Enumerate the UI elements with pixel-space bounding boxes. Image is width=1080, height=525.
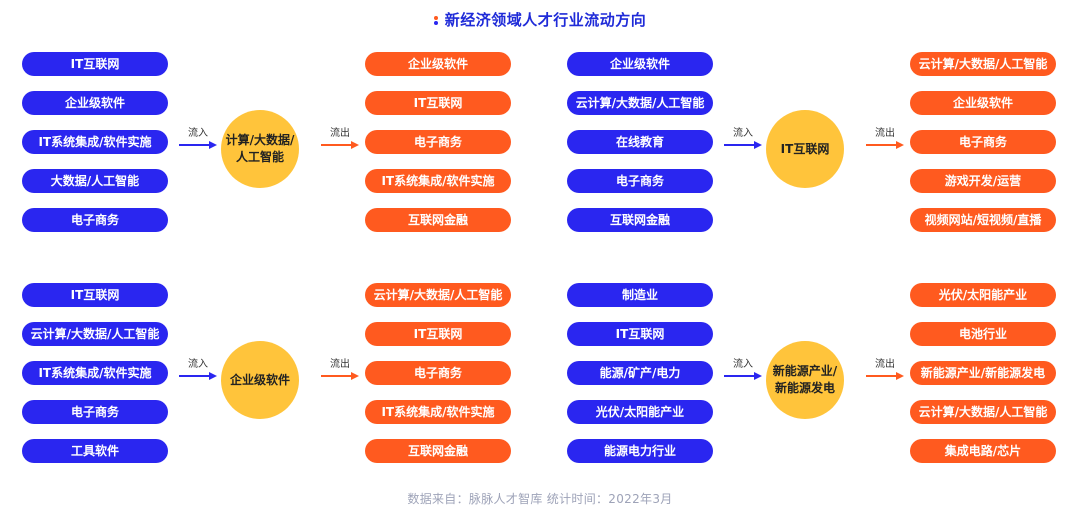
inflow-industry-pill: 电子商务 — [22, 208, 168, 232]
outflow-industry-pill: IT系统集成/软件实施 — [365, 169, 511, 193]
outflow-industry-pill: 游戏开发/运营 — [910, 169, 1056, 193]
arrow-icon — [321, 372, 359, 380]
outflow-industry-pill: 云计算/大数据/人工智能 — [365, 283, 511, 307]
arrow-icon — [179, 372, 217, 380]
outflow-industry-pill: 视频网站/短视频/直播 — [910, 208, 1056, 232]
inflow-arrow-label: 流入 — [188, 128, 208, 139]
arrow-icon — [179, 141, 217, 149]
center-industry-label: 企业级软件 — [229, 372, 290, 387]
inflow-industry-pill: 云计算/大数据/人工智能 — [22, 322, 168, 346]
outflow-arrow: 流出 — [865, 355, 905, 383]
arrow-icon — [321, 141, 359, 149]
inflow-arrow-label: 流入 — [733, 128, 753, 139]
outflow-industry-pill: 企业级软件 — [365, 52, 511, 76]
arrow-icon — [866, 372, 904, 380]
inflow-industry-pill: 大数据/人工智能 — [22, 169, 168, 193]
inflow-arrow: 流入 — [178, 355, 218, 383]
inflow-industry-pill: 光伏/太阳能产业 — [567, 400, 713, 424]
inflow-industry-pill: IT互联网 — [22, 52, 168, 76]
inflow-arrow: 流入 — [723, 124, 763, 152]
source-note: 数据来自：脉脉人才智库 统计时间：2022年3月 — [407, 492, 673, 506]
outflow-industry-pill: 电池行业 — [910, 322, 1056, 346]
center-industry-label: 计算/大数据/人工智能 — [225, 133, 295, 164]
inflow-industry-pill: 能源/矿产/电力 — [567, 361, 713, 385]
outflow-industry-pill: 集成电路/芯片 — [910, 439, 1056, 463]
inflow-industry-pill: 企业级软件 — [567, 52, 713, 76]
outflow-arrow-label: 流出 — [875, 359, 895, 370]
inflow-industry-pill: 互联网金融 — [567, 208, 713, 232]
outflow-industry-pill: IT互联网 — [365, 91, 511, 115]
inflow-arrow: 流入 — [178, 124, 218, 152]
outflow-arrow-label: 流出 — [875, 128, 895, 139]
inflow-industry-pill: IT系统集成/软件实施 — [22, 130, 168, 154]
outflow-industry-pill: 云计算/大数据/人工智能 — [910, 52, 1056, 76]
inflow-industry-pill: 云计算/大数据/人工智能 — [567, 91, 713, 115]
outflow-industry-pill: 云计算/大数据/人工智能 — [910, 400, 1056, 424]
outflow-industry-pill: 企业级软件 — [910, 91, 1056, 115]
center-industry-label: IT互联网 — [780, 141, 830, 156]
arrow-icon — [724, 372, 762, 380]
inflow-arrow-label: 流入 — [733, 359, 753, 370]
outflow-industry-pill: IT互联网 — [365, 322, 511, 346]
outflow-industry-pill: 新能源产业/新能源发电 — [910, 361, 1056, 385]
outflow-arrow-label: 流出 — [330, 359, 350, 370]
diagram-title: 新经济领域人才行业流动方向 — [0, 9, 1080, 30]
center-industry-label: 新能源产业/新能源发电 — [772, 364, 838, 395]
arrow-icon — [866, 141, 904, 149]
inflow-industry-pill: 企业级软件 — [22, 91, 168, 115]
outflow-industry-pill: IT系统集成/软件实施 — [365, 400, 511, 424]
inflow-industry-pill: IT互联网 — [22, 283, 168, 307]
inflow-industry-pill: IT系统集成/软件实施 — [22, 361, 168, 385]
center-industry-circle: 新能源产业/新能源发电 — [766, 341, 844, 419]
inflow-industry-pill: 能源电力行业 — [567, 439, 713, 463]
inflow-industry-pill: 电子商务 — [567, 169, 713, 193]
center-industry-circle: 计算/大数据/人工智能 — [221, 110, 299, 188]
outflow-arrow-label: 流出 — [330, 128, 350, 139]
inflow-industry-pill: 在线教育 — [567, 130, 713, 154]
outflow-industry-pill: 光伏/太阳能产业 — [910, 283, 1056, 307]
outflow-industry-pill: 电子商务 — [365, 361, 511, 385]
title-marker-icon — [433, 15, 439, 26]
inflow-arrow: 流入 — [723, 355, 763, 383]
center-industry-circle: IT互联网 — [766, 110, 844, 188]
outflow-industry-pill: 电子商务 — [365, 130, 511, 154]
inflow-industry-pill: IT互联网 — [567, 322, 713, 346]
title-text: 新经济领域人才行业流动方向 — [444, 11, 647, 29]
outflow-industry-pill: 电子商务 — [910, 130, 1056, 154]
outflow-arrow: 流出 — [320, 355, 360, 383]
center-industry-circle: 企业级软件 — [221, 341, 299, 419]
outflow-industry-pill: 互联网金融 — [365, 208, 511, 232]
outflow-arrow: 流出 — [320, 124, 360, 152]
inflow-industry-pill: 工具软件 — [22, 439, 168, 463]
inflow-industry-pill: 电子商务 — [22, 400, 168, 424]
inflow-arrow-label: 流入 — [188, 359, 208, 370]
arrow-icon — [724, 141, 762, 149]
outflow-arrow: 流出 — [865, 124, 905, 152]
outflow-industry-pill: 互联网金融 — [365, 439, 511, 463]
inflow-industry-pill: 制造业 — [567, 283, 713, 307]
